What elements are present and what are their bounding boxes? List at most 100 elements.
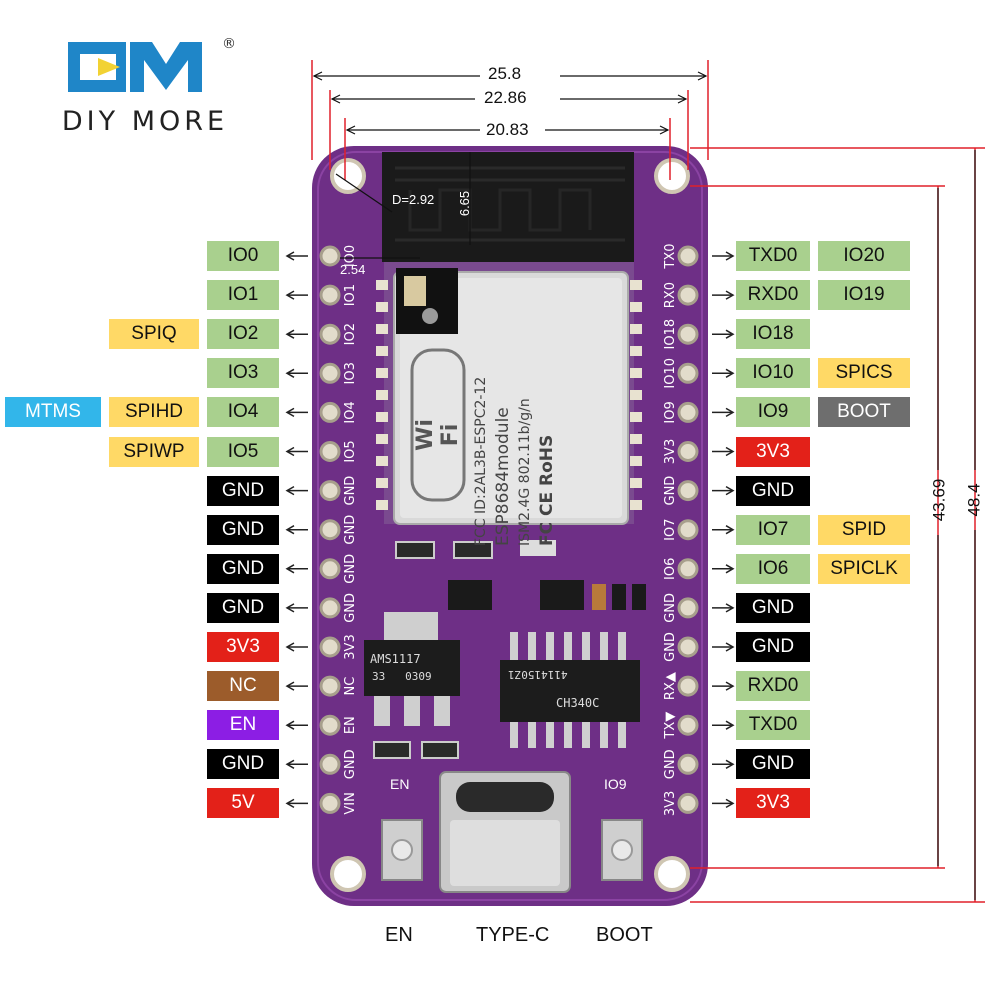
dimension-pin-pitch: 2.54 [340, 262, 366, 277]
left-pin-arrow [285, 368, 308, 378]
left-silk-label: GND [343, 515, 358, 545]
module-marks: FC CE RoHS [537, 434, 557, 546]
smd-components [373, 540, 646, 759]
right-pin-arrow [712, 329, 735, 339]
pin-label-txd0: TXD0 [736, 710, 810, 741]
pin-label-io5: IO5 [207, 436, 279, 467]
right-silk-label: GND [663, 749, 678, 779]
right-pin-hole [677, 519, 699, 541]
pin-label-spihd: SPIHD [109, 397, 199, 428]
left-silk-label: VIN [343, 792, 358, 814]
right-pin-arrow [712, 290, 735, 300]
left-pin-arrow [285, 525, 308, 535]
right-pin-hole [677, 753, 699, 775]
right-pin-arrow [712, 407, 735, 418]
pin-label-3v3: 3V3 [207, 632, 279, 662]
pin-label-io3: IO3 [207, 358, 279, 389]
right-pin-hole [677, 597, 699, 619]
module-name: ESP8684module [493, 407, 513, 546]
pin-label-gnd: GND [207, 749, 279, 780]
dimension-width-20-83: 20.83 [486, 120, 529, 139]
left-pin-hole [319, 675, 341, 697]
pin-label-3v3: 3V3 [736, 436, 810, 467]
usb-chip-sublabel: 4114150Z1 [508, 668, 568, 681]
right-silkscreen: TX0RX0IO18IO10IO93V3GNDIO7IO6GNDGNDRX▲TX… [663, 243, 678, 816]
pin-label-rxd0: RXD0 [736, 671, 810, 702]
right-pin-arrow [712, 564, 735, 574]
right-pin-hole [677, 323, 699, 345]
left-pin-arrow [285, 642, 308, 652]
left-pin-arrow [285, 564, 308, 574]
pin-label-boot: BOOT [818, 397, 910, 428]
usb-chip-label: CH340C [556, 696, 600, 710]
left-pin-hole [319, 323, 341, 345]
bottom-label-type-c: TYPE-C [476, 924, 550, 946]
right-silk-label: GND [663, 632, 678, 662]
left-pin-arrow [285, 603, 308, 613]
right-pin-header [677, 245, 699, 814]
pin-label-spid: SPID [818, 514, 910, 545]
module-fcc-id: FCC ID:2AL3B-ESPC2-12 [473, 376, 489, 546]
right-silk-label: RX▲ [663, 672, 678, 700]
left-silk-label: IO4 [343, 401, 358, 423]
dimension-hole-diameter: D=2.92 [392, 192, 435, 207]
en-button-drawing [381, 819, 423, 881]
left-pin-hole [319, 245, 341, 267]
left-pin-header [319, 245, 341, 814]
module-print: FCC ID:2AL3B-ESPC2-12 ESP8684module ISM2… [470, 326, 558, 546]
right-pin-hole [677, 284, 699, 306]
pin-label-io4: IO4 [207, 397, 279, 428]
left-pin-hole [319, 401, 341, 423]
pin-label-5v: 5V [207, 788, 279, 819]
pin-label-gnd: GND [736, 592, 810, 623]
dimension-width-22-86: 22.86 [484, 88, 527, 107]
right-pin-arrow [712, 642, 735, 652]
pin-label-nc: NC [207, 671, 279, 702]
right-silk-label: GND [663, 593, 678, 623]
left-silk-label: GND [343, 749, 358, 779]
left-silk-label: EN [343, 716, 358, 734]
left-pin-arrow [285, 681, 308, 691]
bottom-label-en: EN [385, 924, 413, 946]
pin-label-rxd0: RXD0 [736, 280, 810, 311]
dimension-height-43-69: 43.69 [929, 478, 949, 522]
right-pin-arrow [712, 798, 735, 809]
left-pin-arrow [285, 720, 308, 730]
left-pin-arrow [285, 446, 308, 457]
pin-label-io7: IO7 [736, 514, 810, 545]
left-pin-hole [319, 636, 341, 658]
right-pin-hole [677, 441, 699, 462]
right-silk-label: IO7 [663, 519, 678, 541]
pin-label-gnd: GND [736, 749, 810, 780]
right-pin-hole [677, 792, 699, 814]
left-silk-label: GND [343, 554, 358, 584]
boot-button-drawing [601, 819, 643, 881]
pin-label-io18: IO18 [736, 319, 810, 350]
right-silk-label: 3V3 [663, 791, 678, 816]
pin-label-spiq: SPIQ [109, 319, 199, 350]
pin-label-gnd: GND [736, 632, 810, 662]
left-pin-hole [319, 519, 341, 541]
right-pin-arrow [712, 720, 735, 730]
left-pin-hole [319, 284, 341, 306]
left-silk-label: IO5 [343, 440, 358, 462]
pin-label-io19: IO19 [818, 280, 910, 311]
pin-label-io10: IO10 [736, 358, 810, 389]
right-silk-label: IO6 [663, 558, 678, 580]
left-pin-hole [319, 362, 341, 384]
pin-label-gnd: GND [207, 475, 279, 506]
regulator-chip [364, 612, 460, 726]
right-pin-hole [677, 401, 699, 423]
left-silk-label: GND [343, 593, 358, 623]
right-pin-hole [677, 558, 699, 580]
pin-label-io20: IO20 [818, 241, 910, 271]
bottom-label-boot: BOOT [596, 924, 653, 946]
right-pin-hole [677, 714, 699, 736]
left-pin-arrow [285, 251, 308, 261]
pin-label-gnd: GND [207, 553, 279, 584]
right-silk-label: RX0 [663, 282, 678, 308]
left-pin-arrow [285, 290, 308, 300]
right-pin-hole [677, 675, 699, 697]
left-silk-label: IO0 [343, 245, 358, 267]
